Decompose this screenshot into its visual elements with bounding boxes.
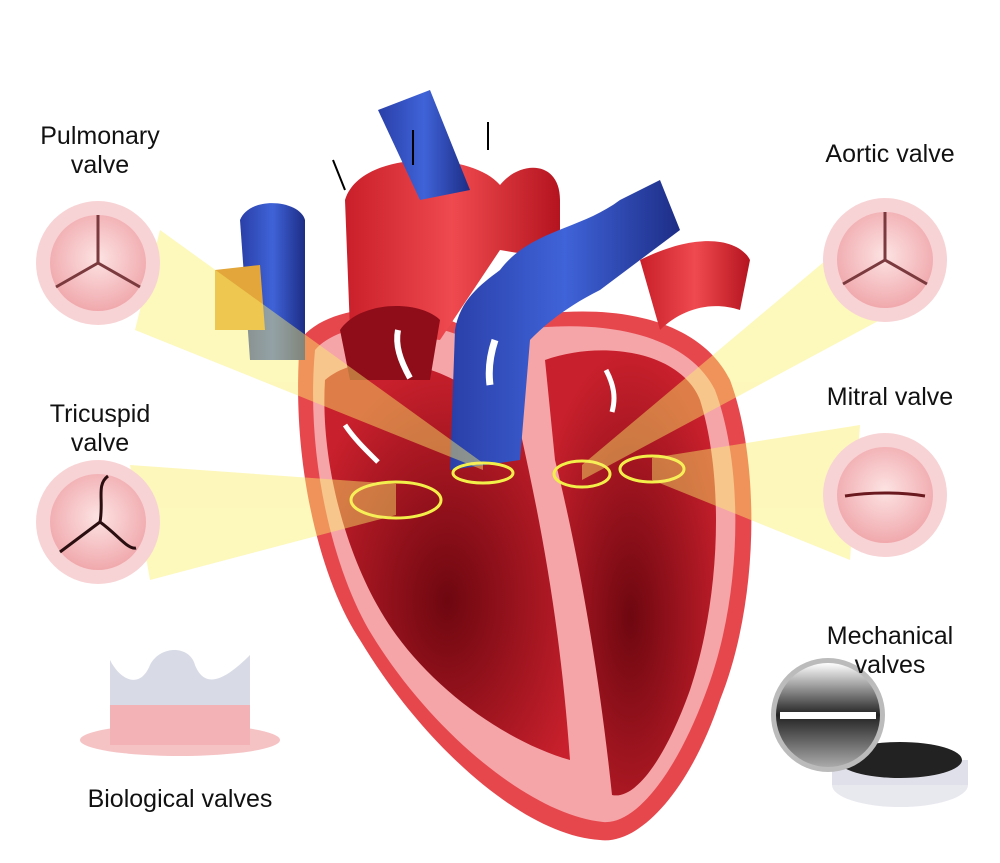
tricuspid-ring bbox=[349, 480, 443, 520]
label-tricuspid-valve: Tricuspid valve bbox=[30, 400, 170, 458]
label-aortic-valve: Aortic valve bbox=[825, 140, 955, 168]
pulmonary-artery bbox=[450, 180, 680, 470]
pulmonary-valve-image bbox=[36, 201, 160, 325]
heart bbox=[215, 90, 752, 841]
pulmonary-ring bbox=[451, 461, 515, 485]
biological-valve-image bbox=[80, 650, 280, 756]
label-line: valve bbox=[70, 429, 130, 457]
label-line: valves bbox=[854, 651, 926, 679]
label-biological-valves: Biological valves bbox=[87, 785, 273, 813]
label-line: Tricuspid bbox=[49, 400, 151, 428]
tricuspid-valve-image bbox=[36, 460, 160, 584]
aortic-valve-image bbox=[823, 198, 947, 322]
label-line: Pulmonary bbox=[40, 122, 160, 150]
label-line: Mechanical bbox=[826, 622, 954, 650]
label-pulmonary-valve: Pulmonary valve bbox=[25, 122, 175, 180]
highlight-beams bbox=[130, 230, 880, 580]
mitral-valve-image bbox=[823, 433, 947, 557]
aorta bbox=[345, 160, 560, 340]
label-line: valve bbox=[70, 151, 130, 179]
label-mechanical-valves: Mechanical valves bbox=[800, 622, 980, 680]
aortic-ring bbox=[552, 459, 612, 489]
mechanical-valve-image bbox=[771, 658, 968, 807]
mitral-ring bbox=[618, 454, 686, 484]
label-mitral-valve: Mitral valve bbox=[826, 383, 954, 411]
pulmonary-vein-top bbox=[378, 90, 470, 200]
